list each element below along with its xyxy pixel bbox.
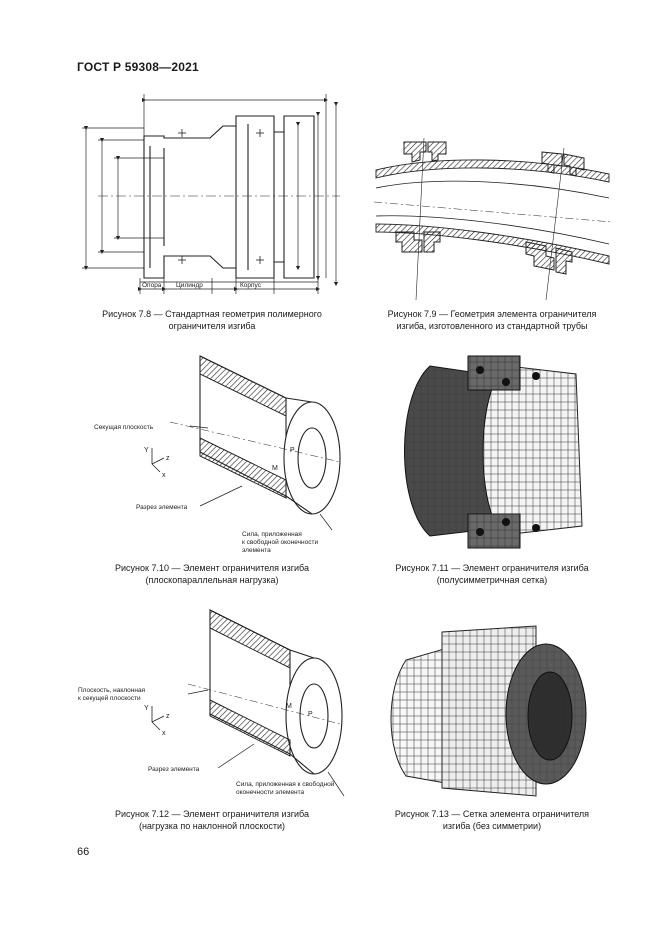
label-force-line1: Сила, приложенная <box>242 531 302 538</box>
label-force-line2: к свободной оконечности <box>242 538 318 546</box>
label-cylinder: Цилиндр <box>176 282 203 289</box>
label-inclined-plane-line2: к секущей плоскости <box>78 694 141 702</box>
caption-7-8: Рисунок 7.8 — Стандартная геометрия поли… <box>102 309 322 331</box>
caption-7-12: Рисунок 7.12 — Элемент ограничителя изги… <box>115 809 309 831</box>
figure-7-8-drawing: Опора Цилиндр Корпус <box>82 94 340 294</box>
caption-7-9: Рисунок 7.9 — Геометрия элемента огранич… <box>387 309 597 331</box>
figure-7-13-mesh <box>390 625 587 797</box>
label-body: Корпус <box>240 282 262 289</box>
axis-z-label: z <box>166 455 170 462</box>
page-number: 66 <box>77 846 90 858</box>
label-cutting-plane: Секущая плоскость <box>94 424 154 431</box>
axis-x-label: x <box>162 472 166 479</box>
figure-7-11-mesh <box>404 355 583 549</box>
label-inclined-plane-line1: Плоскость, наклонная <box>78 687 146 694</box>
moment-label: M <box>272 465 278 472</box>
document-header: ГОСТ Р 59308—2021 <box>77 60 199 74</box>
caption-7-11: Рисунок 7.11 — Элемент ограничителя изги… <box>395 563 589 585</box>
label-force-2-line2: оконечности элемента <box>236 789 305 796</box>
axis-y-label-2: Y <box>144 705 149 712</box>
label-support: Опора <box>142 282 162 289</box>
axis-y-label: Y <box>144 447 149 454</box>
caption-7-10: Рисунок 7.10 — Элемент ограничителя изги… <box>115 563 309 585</box>
force-label-2: P <box>308 711 313 718</box>
label-element-section: Разрез элемента <box>136 504 188 511</box>
label-force-line3: элемента <box>242 547 271 554</box>
force-label: P <box>290 447 295 454</box>
caption-7-13: Рисунок 7.13 — Сетка элемента ограничите… <box>394 809 590 831</box>
axis-z-label-2: z <box>166 713 170 720</box>
figure-7-10-drawing: Y x z M P Секущая плоскость Разрез элеме… <box>94 355 341 554</box>
axis-x-label-2: x <box>162 730 166 737</box>
moment-label-2: M <box>286 703 292 710</box>
figure-7-9-drawing <box>374 137 613 300</box>
label-force-2-line1: Сила, приложенная к свободной <box>236 780 335 788</box>
label-element-section-2: Разрез элемента <box>148 766 200 773</box>
figure-7-12-drawing: Y x z M P Плоскость, наклонная к секущей… <box>78 609 345 797</box>
